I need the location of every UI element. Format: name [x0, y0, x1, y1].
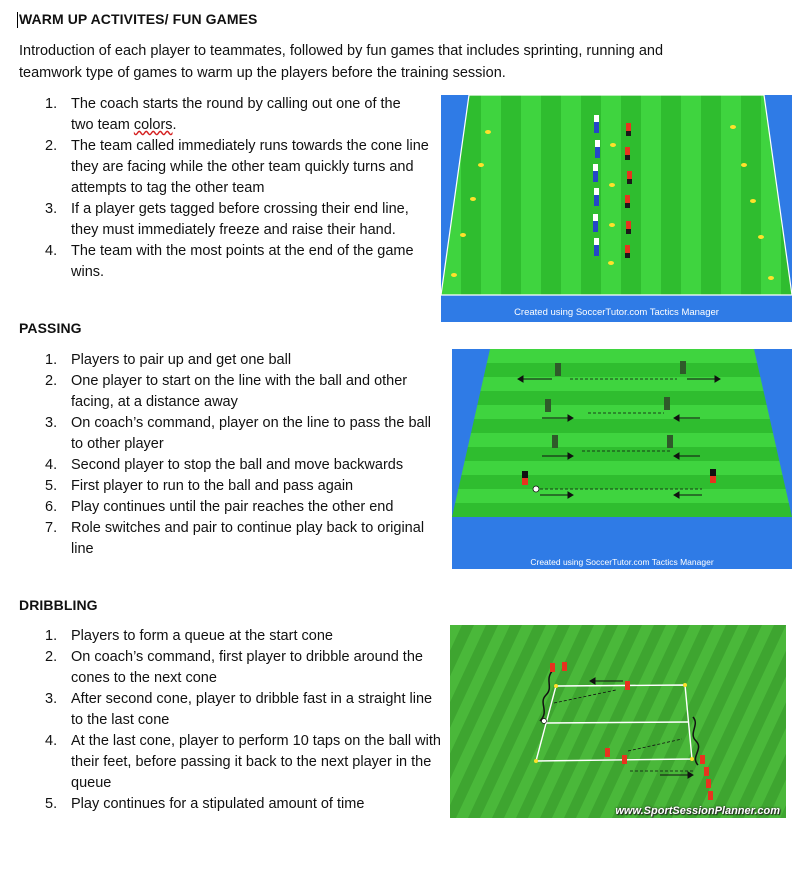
dribbling-diagram: www.SportSessionPlanner.com: [450, 625, 786, 818]
text-cursor: [17, 12, 18, 28]
pitch-image: [441, 95, 792, 322]
warmup-steps: 1. The coach starts the round by calling…: [19, 94, 439, 283]
player-icon: [593, 115, 632, 258]
list-item: 4.The team with the most points at the e…: [45, 243, 414, 280]
list-item: 5.First player to run to the ball and pa…: [45, 478, 354, 494]
passing-diagram: Created using SoccerTutor.com Tactics Ma…: [452, 349, 792, 569]
warmup-diagram: Created using SoccerTutor.com Tactics Ma…: [441, 95, 792, 322]
ball-icon: [541, 718, 547, 724]
list-item: 6.Play continues until the pair reaches …: [45, 499, 394, 515]
passing-steps: 1.Players to pair up and get one ball 2.…: [19, 350, 439, 560]
player-icon: [522, 361, 716, 485]
warmup-heading: WARM UP ACTIVITES/ FUN GAMES: [19, 11, 258, 27]
cone-icon: [451, 125, 774, 280]
list-item: 2.One player to start on the line with t…: [45, 373, 408, 410]
list-item: 4.Second player to stop the ball and mov…: [45, 457, 404, 473]
arrow-icon: [589, 677, 694, 779]
list-item: 2.On coach’s command, first player to dr…: [45, 649, 423, 686]
list-item: 1.Players to pair up and get one ball: [45, 352, 292, 368]
diagram-credit: Created using SoccerTutor.com Tactics Ma…: [514, 307, 719, 318]
list-item: 3.On coach’s command, player on the line…: [45, 415, 432, 452]
ball-icon: [532, 485, 540, 493]
list-item: 5.Play continues for a stipulated amount…: [45, 796, 365, 812]
list-item: 7.Role switches and pair to continue pla…: [45, 520, 425, 557]
list-item: 1. The coach starts the round by calling…: [45, 96, 401, 133]
list-item: 4.At the last cone, player to perform 10…: [45, 733, 441, 791]
arrow-icon: [517, 375, 721, 499]
pitch-image: [450, 625, 786, 818]
warmup-intro: Introduction of each player to teammates…: [19, 43, 664, 81]
dribbling-steps: 1.Players to form a queue at the start c…: [19, 626, 444, 815]
cone-icon: [534, 683, 694, 763]
diagram-credit: www.SportSessionPlanner.com: [615, 805, 780, 817]
player-icon: [550, 662, 713, 800]
dribbling-heading: DRIBBLING: [19, 597, 98, 613]
passing-heading: PASSING: [19, 320, 82, 336]
list-item: 1.Players to form a queue at the start c…: [45, 628, 333, 644]
spellcheck-word: colors: [133, 117, 173, 133]
diagram-credit: Created using SoccerTutor.com Tactics Ma…: [530, 557, 714, 567]
list-item: 2.The team called immediately runs towar…: [45, 138, 429, 196]
pitch-image: [452, 349, 792, 569]
list-item: 3.If a player gets tagged before crossin…: [45, 201, 409, 238]
list-item: 3.After second cone, player to dribble f…: [45, 691, 433, 728]
